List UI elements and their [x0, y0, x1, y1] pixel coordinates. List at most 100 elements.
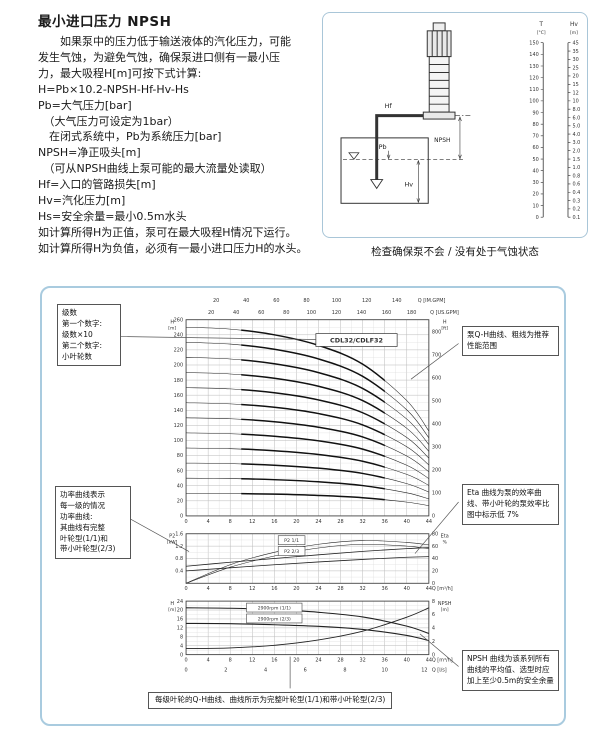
callout-npsh-curve: NPSH 曲线为该系列所有曲线的平均值、选型时应加上至少0.5m的安全余量 — [462, 650, 559, 691]
svg-text:36: 36 — [382, 586, 388, 592]
svg-text:NPSH: NPSH — [438, 601, 452, 607]
diagram-caption: 检查确保泵不会 / 没有处于气蚀状态 — [371, 246, 539, 258]
svg-text:8: 8 — [229, 586, 232, 592]
svg-text:8: 8 — [432, 599, 435, 605]
pb-label: Pb — [379, 143, 387, 151]
svg-text:160: 160 — [382, 310, 391, 316]
svg-text:8: 8 — [229, 658, 232, 664]
svg-text:1.5: 1.5 — [572, 157, 580, 163]
svg-text:40: 40 — [233, 310, 239, 316]
svg-text:H: H — [443, 320, 447, 326]
svg-text:100: 100 — [332, 298, 341, 304]
svg-text:220: 220 — [174, 348, 183, 354]
leader-line — [120, 336, 316, 340]
pump-illustration — [340, 22, 472, 204]
svg-text:40: 40 — [404, 519, 410, 525]
page-title: 最小进口压力 NPSH — [38, 14, 172, 30]
svg-text:20: 20 — [293, 658, 299, 664]
svg-text:15: 15 — [572, 82, 578, 88]
svg-text:40: 40 — [532, 168, 538, 174]
svg-text:[m]: [m] — [570, 30, 578, 36]
svg-text:600: 600 — [432, 376, 441, 382]
svg-text:44: 44 — [426, 658, 432, 664]
svg-text:20: 20 — [293, 586, 299, 592]
svg-text:2: 2 — [432, 639, 435, 645]
callout-power-curve: 功率曲线表示 每一级的情况 功率曲线: 其曲线有完整 叶轮型(1/1)和 带小叶… — [55, 486, 131, 560]
svg-text:12: 12 — [249, 658, 255, 664]
svg-text:35: 35 — [572, 49, 578, 55]
svg-text:240: 240 — [174, 332, 183, 338]
svg-text:Q [l/s]: Q [l/s] — [432, 667, 447, 673]
svg-text:80: 80 — [303, 298, 309, 304]
svg-text:6: 6 — [304, 667, 307, 673]
svg-text:28: 28 — [337, 519, 343, 525]
svg-text:H: H — [170, 320, 174, 326]
svg-text:24: 24 — [315, 586, 321, 592]
pump-installation-diagram: Hf Pb NPSH Hv 15014013012011010090807060… — [340, 21, 580, 221]
svg-text:0: 0 — [184, 667, 187, 673]
svg-text:6: 6 — [432, 612, 435, 618]
svg-text:200: 200 — [174, 363, 183, 369]
svg-text:20: 20 — [572, 74, 578, 80]
svg-text:10: 10 — [382, 667, 388, 673]
svg-text:100: 100 — [432, 491, 441, 497]
svg-text:130: 130 — [529, 64, 538, 70]
npsh-dimension — [458, 116, 462, 160]
svg-text:100: 100 — [529, 99, 538, 105]
svg-text:2.0: 2.0 — [572, 149, 580, 155]
svg-text:10: 10 — [572, 99, 578, 105]
svg-text:4: 4 — [180, 643, 183, 649]
svg-text:2900rpm (2/3): 2900rpm (2/3) — [258, 616, 291, 622]
svg-text:140: 140 — [174, 408, 183, 414]
svg-text:140: 140 — [357, 310, 366, 316]
svg-text:24: 24 — [177, 599, 183, 605]
suction-pipe — [375, 114, 424, 180]
svg-text:0: 0 — [432, 652, 435, 658]
svg-text:1.2: 1.2 — [175, 544, 183, 550]
leader-line — [419, 633, 459, 667]
svg-text:0.6: 0.6 — [572, 182, 580, 188]
svg-text:60: 60 — [258, 310, 264, 316]
svg-text:0.2: 0.2 — [572, 207, 580, 213]
svg-text:32: 32 — [359, 586, 365, 592]
callout-stages: 级数 第一个数字: 级数×10 第二个数字: 小叶轮数 — [57, 304, 121, 367]
svg-text:700: 700 — [432, 353, 441, 359]
svg-text:28: 28 — [337, 586, 343, 592]
svg-text:Q [m³/h]: Q [m³/h] — [432, 658, 453, 664]
svg-text:4: 4 — [207, 586, 210, 592]
svg-text:45: 45 — [572, 41, 578, 47]
svg-text:Hv: Hv — [570, 21, 578, 28]
svg-text:180: 180 — [407, 310, 416, 316]
svg-text:Q [IM.GPM]: Q [IM.GPM] — [418, 298, 446, 304]
leader-line — [410, 343, 459, 380]
svg-text:8: 8 — [229, 519, 232, 525]
svg-text:36: 36 — [382, 658, 388, 664]
svg-text:300: 300 — [432, 445, 441, 451]
svg-text:40: 40 — [404, 586, 410, 592]
svg-text:8.0: 8.0 — [572, 107, 580, 113]
svg-text:60: 60 — [177, 468, 183, 474]
svg-text:90: 90 — [532, 110, 538, 116]
svg-text:30: 30 — [572, 57, 578, 63]
svg-text:CDL32/CDLF32: CDL32/CDLF32 — [330, 337, 383, 345]
svg-text:0: 0 — [432, 514, 435, 520]
svg-text:0.4: 0.4 — [175, 569, 183, 575]
svg-text:70: 70 — [532, 134, 538, 140]
svg-text:[°C]: [°C] — [537, 30, 546, 36]
svg-text:6.0: 6.0 — [572, 115, 580, 121]
svg-text:120: 120 — [332, 310, 341, 316]
svg-text:0.4: 0.4 — [572, 190, 580, 196]
svg-text:T: T — [538, 21, 543, 28]
svg-text:32: 32 — [359, 658, 365, 664]
svg-text:0: 0 — [180, 514, 183, 520]
svg-text:3.0: 3.0 — [572, 140, 580, 146]
svg-text:140: 140 — [392, 298, 401, 304]
qh-chart: 0204060801001201401601802002202402600100… — [168, 298, 459, 525]
svg-text:0.3: 0.3 — [572, 198, 580, 204]
svg-text:P2 2/3: P2 2/3 — [284, 549, 299, 555]
svg-text:Q [m³/h]: Q [m³/h] — [432, 586, 453, 592]
